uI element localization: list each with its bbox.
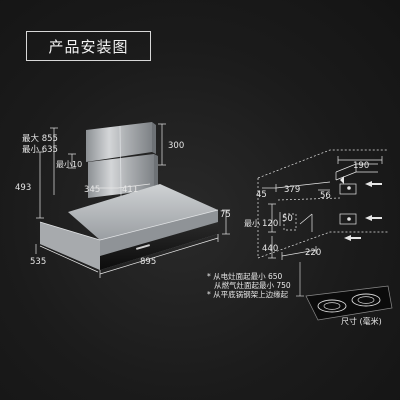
gas-cooktop-icon bbox=[305, 285, 393, 321]
bracket-right-offset-label: 56 bbox=[320, 191, 331, 201]
screw-hole-icon bbox=[347, 186, 351, 190]
max-height-label: 最大 855 bbox=[22, 133, 58, 144]
bracket-center-width-label: 379 bbox=[284, 185, 300, 195]
height-reference-lines bbox=[296, 262, 304, 297]
chimney-depth-label: 345 bbox=[84, 185, 100, 195]
screw-icon bbox=[372, 217, 382, 219]
arrow-icon bbox=[344, 235, 351, 241]
wall-bracket-diagram bbox=[257, 149, 388, 260]
bracket-left-offset-label: 45 bbox=[256, 190, 267, 200]
canopy-left-face bbox=[40, 222, 100, 270]
min-overlap-label: 最小10 bbox=[56, 160, 82, 169]
unit-label: 尺寸 (毫米) bbox=[341, 317, 382, 326]
bracket-bottom-width-label: 220 bbox=[305, 248, 321, 258]
bracket-bottom-height-label: 440 bbox=[262, 244, 278, 254]
chimney-seam bbox=[119, 125, 122, 197]
canopy-glass-panel bbox=[100, 222, 218, 270]
page-title: 产品安装图 bbox=[26, 31, 151, 61]
chimney-width-label: 411 bbox=[122, 185, 138, 195]
arrow-icon bbox=[340, 176, 344, 184]
screw-icon bbox=[372, 183, 382, 185]
bracket-top-width-label: 190 bbox=[353, 161, 369, 171]
screw-icon bbox=[351, 237, 361, 239]
body-height-label: 493 bbox=[15, 183, 31, 193]
bracket-min-label: 最小 bbox=[244, 219, 260, 228]
hood-dimension-lines bbox=[35, 123, 230, 278]
gas-stove-note: 从燃气灶面起最小 750 bbox=[214, 281, 291, 290]
canopy-edge bbox=[99, 209, 219, 241]
canopy-thickness-label: 75 bbox=[220, 210, 231, 220]
depth-label: 535 bbox=[30, 257, 46, 267]
min-height-label: 最小 635 bbox=[22, 144, 58, 155]
screw-hole-icon bbox=[347, 217, 351, 221]
arrow-icon bbox=[365, 181, 372, 187]
chimney-lower-side bbox=[154, 154, 158, 190]
bracket-inner-offset-label: 50 bbox=[282, 214, 293, 224]
bracket-mid-height-label: 120 bbox=[262, 219, 278, 229]
width-label: 895 bbox=[140, 257, 156, 267]
chimney-upper-side bbox=[152, 122, 156, 154]
canopy-edge bbox=[39, 221, 101, 241]
screw-arrows bbox=[340, 176, 382, 241]
canopy-top bbox=[68, 184, 218, 240]
chimney-upper bbox=[86, 122, 152, 162]
control-panel-icon bbox=[135, 244, 151, 250]
arrow-icon bbox=[365, 215, 372, 221]
electric-stove-note: * 从电灶面起最小 650 bbox=[207, 272, 283, 281]
chimney-height-label: 300 bbox=[168, 141, 184, 151]
pan-rack-note: * 从平底锅钢架上边缘起 bbox=[207, 290, 289, 299]
range-hood-product-image bbox=[39, 122, 219, 270]
